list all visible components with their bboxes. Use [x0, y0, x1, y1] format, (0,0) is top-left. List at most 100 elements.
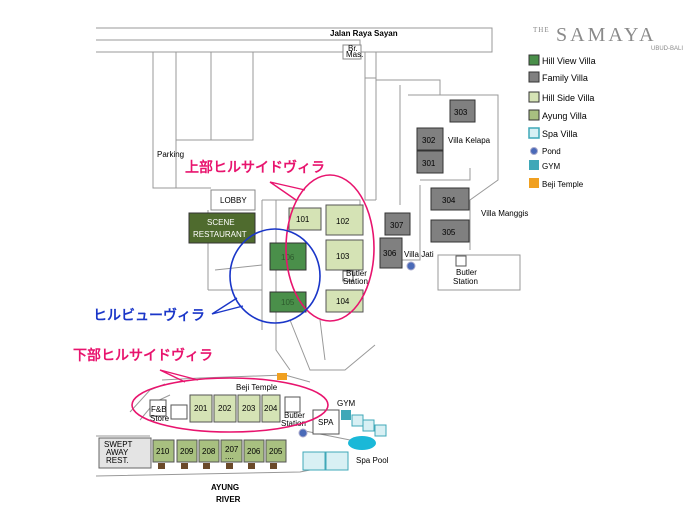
villa-305-label: 305 [442, 228, 456, 237]
spa-pool [348, 436, 376, 450]
villa-106 [269, 242, 307, 271]
legend-hill-side-icon [528, 91, 540, 103]
villa-210 [152, 439, 175, 463]
villa-kelapa-label: Villa Kelapa [448, 136, 491, 145]
villa-jati-label: Villa Jati [404, 250, 434, 259]
legend-gym-icon [529, 160, 539, 170]
legend-pond-icon [530, 147, 538, 155]
villa-210-label: 210 [156, 447, 170, 456]
villa-302-label: 302 [422, 136, 436, 145]
villa-301 [416, 150, 444, 174]
villa-208 [198, 439, 220, 463]
legend-label-2: Hill Side Villa [542, 93, 594, 103]
road-name: Jalan Raya Sayan [330, 29, 398, 38]
legend: Hill View Villa Family Villa Hill Side V… [528, 54, 596, 189]
legend-ayung-icon [528, 109, 540, 121]
villa-203-label: 203 [242, 404, 256, 413]
villa-203 [237, 394, 261, 423]
butler-3-b: Station [281, 419, 306, 428]
villa-103 [325, 239, 364, 271]
fb-store-box [149, 399, 167, 417]
fb-label-1: F&B [151, 405, 167, 414]
villa-106-label: 106 [281, 253, 295, 262]
small-label-2: Mas. [346, 50, 363, 59]
spa-villa-1 [351, 414, 364, 427]
villa-group-lower: F&B Store 201 202 203 204 Beji Temple Bu… [149, 373, 308, 438]
villa-201 [189, 394, 213, 423]
spa-label: SPA [318, 418, 334, 427]
spa-area: SPA GYM Spa Pool [302, 399, 389, 471]
legend-spa-icon [528, 127, 540, 139]
villa-206-label: 206 [247, 447, 261, 456]
swept-1: SWEPT [104, 440, 133, 449]
butler-station-box-1 [342, 270, 354, 282]
small-label-box [342, 44, 362, 60]
brand-sub: UBUD-BALI [651, 46, 683, 52]
swept-2: AWAY [106, 448, 129, 457]
villa-209 [176, 439, 198, 463]
villa-102 [325, 204, 364, 236]
annotation-lower: 下部ヒルサイドヴィラ [73, 347, 329, 433]
fb-store-box-2 [170, 404, 188, 420]
legend-family-icon [528, 71, 540, 83]
spa-villa-2 [362, 419, 375, 432]
gym-label: GYM [337, 399, 356, 408]
villa-207-label: 207 [225, 445, 239, 454]
villa-manggis-label: Villa Manggis [481, 209, 528, 218]
small-label-1: Br. [348, 44, 358, 53]
brand-name: SAMAYA [556, 24, 657, 46]
villa-207-dots: .... [225, 452, 234, 461]
villa-209-label: 209 [180, 447, 194, 456]
villa-104-label: 104 [336, 297, 350, 306]
villa-208-label: 208 [202, 447, 216, 456]
upper-ellipse [285, 174, 375, 322]
legend-hill-view-icon [528, 54, 540, 66]
villa-204-label: 204 [264, 404, 278, 413]
scene-label-1: SCENE [207, 218, 235, 227]
villa-205-label: 205 [269, 447, 283, 456]
legend-label-1: Family Villa [542, 73, 588, 83]
beji-temple-marker [277, 373, 287, 380]
lower-annotation: 下部ヒルサイドヴィラ [73, 347, 213, 364]
legend-label-5: Pond [542, 147, 561, 156]
lower-ellipse [131, 377, 329, 433]
hillview-annotation: ヒルビューヴィラ [93, 307, 205, 324]
annotation-upper: 上部ヒルサイドヴィラ [185, 159, 375, 322]
villa-303 [449, 99, 476, 123]
butler-1-a: Butler [346, 269, 367, 278]
legend-label-0: Hill View Villa [542, 56, 596, 66]
river-label-2: RIVER [216, 495, 241, 504]
villa-201-label: 201 [194, 404, 208, 413]
villa-205 [265, 439, 287, 463]
villa-302 [416, 127, 444, 151]
butler-station-box-2 [455, 255, 467, 267]
spa-villa-3 [374, 424, 387, 437]
villa-307 [384, 212, 411, 236]
upper-annotation: 上部ヒルサイドヴィラ [185, 159, 325, 176]
spa-villa-5 [325, 451, 349, 471]
villa-301-label: 301 [422, 159, 436, 168]
villa-204 [261, 394, 281, 423]
legend-label-6: GYM [542, 162, 561, 171]
brand-the: THE [533, 26, 550, 34]
villa-101-label: 101 [296, 215, 310, 224]
pond-1 [406, 261, 416, 271]
villa-103-label: 103 [336, 252, 350, 261]
butler-1-b: Station [343, 277, 368, 286]
villa-305 [430, 219, 470, 243]
beji-temple-label: Beji Temple [236, 383, 278, 392]
annotation-hillview: ヒルビューヴィラ [93, 228, 321, 324]
villa-104 [325, 289, 364, 313]
lobby-label: LOBBY [220, 196, 247, 205]
legend-label-3: Ayung Villa [542, 111, 587, 121]
villa-102-label: 102 [336, 217, 350, 226]
villa-202-label: 202 [218, 404, 232, 413]
river-label-1: AYUNG [211, 483, 239, 492]
villa-304 [430, 187, 470, 211]
legend-label-4: Spa Villa [542, 129, 577, 139]
villa-306-label: 306 [383, 249, 397, 258]
villa-306 [379, 237, 403, 269]
spa-building [312, 409, 340, 435]
gym-marker [341, 410, 351, 420]
